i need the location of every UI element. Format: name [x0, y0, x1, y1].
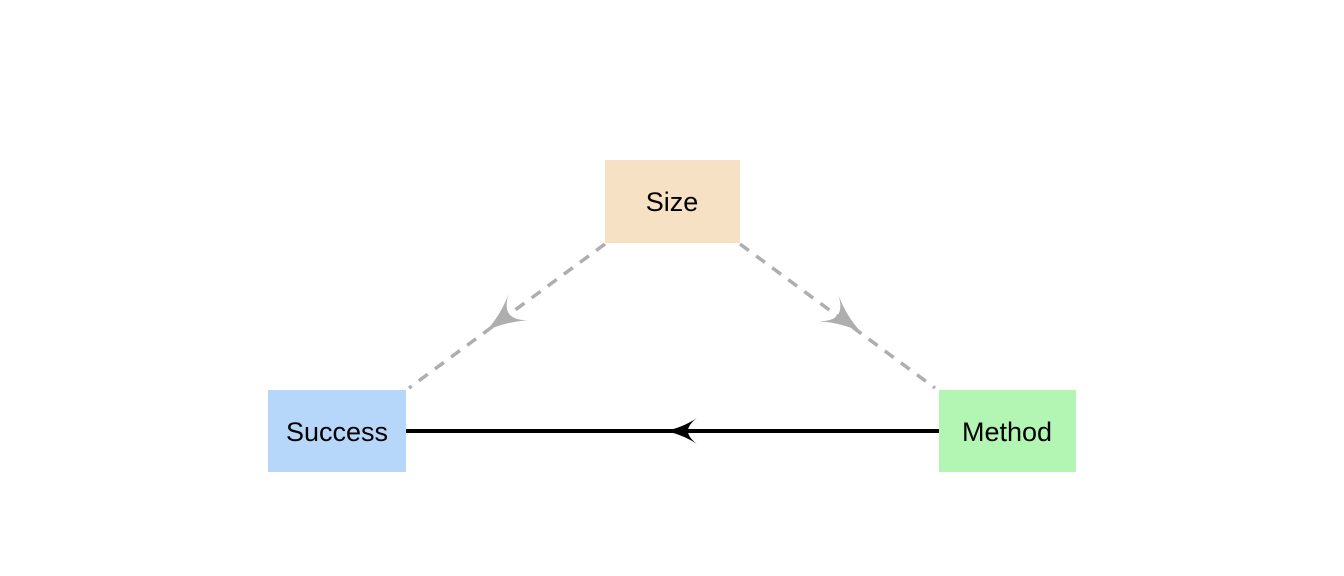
node-size: Size	[605, 160, 740, 243]
edge-size-success-arrowhead-icon	[486, 294, 528, 331]
node-method-box	[939, 390, 1076, 472]
edge-size-method-arrowhead-icon	[819, 295, 861, 332]
node-success-label: Success	[286, 417, 388, 447]
edge-size-method	[738, 242, 937, 390]
edge-method-success	[406, 418, 939, 444]
node-method-label: Method	[962, 417, 1052, 447]
edge-method-success-arrowhead-icon	[665, 418, 697, 444]
node-success: Success	[268, 390, 406, 472]
node-method: Method	[939, 390, 1076, 472]
node-size-label: Size	[646, 187, 699, 217]
edge-size-success	[407, 242, 607, 390]
node-size-box	[605, 160, 740, 243]
node-success-box	[268, 390, 406, 472]
